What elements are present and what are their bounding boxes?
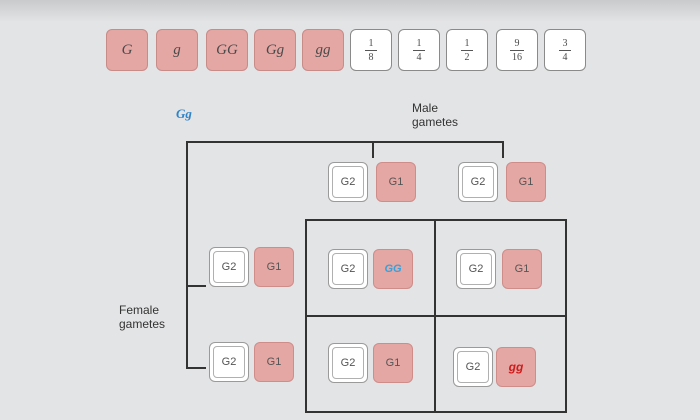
box-label: G1 [518,176,534,188]
tree-line-female-1 [186,285,206,287]
cell-value: GG [384,263,402,275]
tile-label: g [173,41,181,58]
box-label: G2 [221,261,237,273]
tree-line-female-2 [186,367,206,369]
tree-line-top [186,141,504,143]
box-label: G2 [470,176,486,188]
denominator: 2 [464,51,470,63]
male-gamete-1-box-G2[interactable]: G2 [328,162,368,202]
box-label: G2 [340,357,356,369]
tile-label: gg [315,41,331,58]
male-gametes-label: Male gametes [412,101,459,129]
cell-r2c2-box-G1[interactable]: gg [496,347,536,387]
top-shadow [0,0,700,22]
male-gamete-1-box-G1[interactable]: G1 [376,162,416,202]
bank-tile-G[interactable]: G [106,29,148,71]
box-label: G2 [465,361,481,373]
cell-value: gg [508,360,524,374]
tree-line-male-2 [502,141,504,158]
box-label: G2 [340,263,356,275]
cell-r1c2-box-G1[interactable]: G1 [502,249,542,289]
denominator: 4 [416,51,422,63]
box-label: G1 [266,261,282,273]
numerator: 1 [464,37,470,49]
bank-tile-g[interactable]: g [156,29,198,71]
tree-line-left [186,141,188,369]
tile-label: Gg [265,41,285,58]
female-gamete-1-box-G1[interactable]: G1 [254,247,294,287]
grid-bottom [305,411,567,413]
cell-r1c2-box-G2[interactable]: G2 [456,249,496,289]
cell-r1c1-box-G1[interactable]: GG [373,249,413,289]
bank-tile-GG[interactable]: GG [206,29,248,71]
female-gamete-2-box-G2[interactable]: G2 [209,342,249,382]
box-label: G2 [340,176,356,188]
grid-mid-h [305,315,567,317]
box-label: G2 [468,263,484,275]
female-gamete-2-box-G1[interactable]: G1 [254,342,294,382]
numerator: 3 [562,37,568,49]
denominator: 16 [512,51,522,63]
tree-line-male-1 [372,141,374,158]
box-label: G1 [388,176,404,188]
tile-label: G [121,41,133,58]
male-gamete-2-box-G2[interactable]: G2 [458,162,498,202]
box-label: G1 [385,357,401,369]
denominator: 8 [368,51,374,63]
cell-r2c2-box-G2[interactable]: G2 [453,347,493,387]
numerator: 9 [514,37,520,49]
grid-top [305,219,567,221]
female-gametes-label: Female gametes [119,303,166,331]
cell-r1c1-box-G2[interactable]: G2 [328,249,368,289]
cell-r2c1-box-G1[interactable]: G1 [373,343,413,383]
denominator: 4 [562,51,568,63]
numerator: 1 [416,37,422,49]
numerator: 1 [368,37,374,49]
grid-mid-v [434,219,436,413]
parent-genotype: Gg [176,106,192,121]
box-label: G1 [514,263,530,275]
tile-label: GG [216,41,238,58]
box-label: G1 [266,356,282,368]
box-label: G2 [221,356,237,368]
bank-tile-Gg[interactable]: Gg [254,29,296,71]
male-gamete-2-box-G1[interactable]: G1 [506,162,546,202]
female-gamete-1-box-G2[interactable]: G2 [209,247,249,287]
cell-r2c1-box-G2[interactable]: G2 [328,343,368,383]
bank-tile-gg[interactable]: gg [302,29,344,71]
